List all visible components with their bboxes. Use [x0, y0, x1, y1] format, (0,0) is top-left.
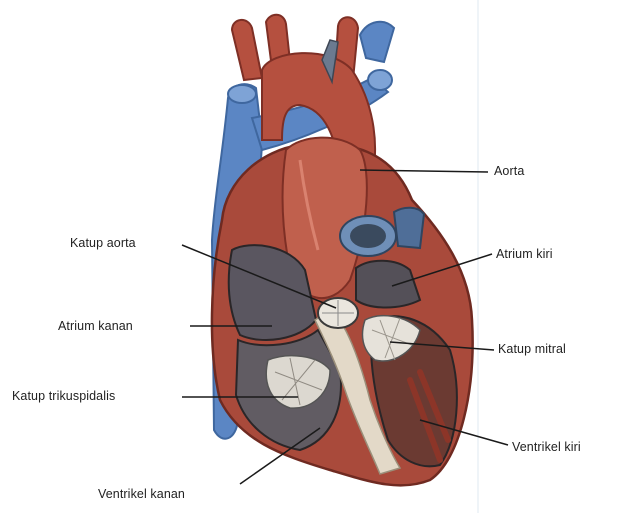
label-atrium-kanan: Atrium kanan: [58, 319, 133, 333]
label-atrium-kiri: Atrium kiri: [496, 247, 553, 261]
label-ventrikel-kiri: Ventrikel kiri: [512, 440, 581, 454]
label-katup-mitral: Katup mitral: [498, 342, 566, 356]
label-katup-trikuspidalis: Katup trikuspidalis: [12, 389, 115, 403]
label-aorta: Aorta: [494, 164, 524, 178]
label-ventrikel-kanan: Ventrikel kanan: [98, 487, 185, 501]
label-katup-aorta: Katup aorta: [70, 236, 136, 250]
